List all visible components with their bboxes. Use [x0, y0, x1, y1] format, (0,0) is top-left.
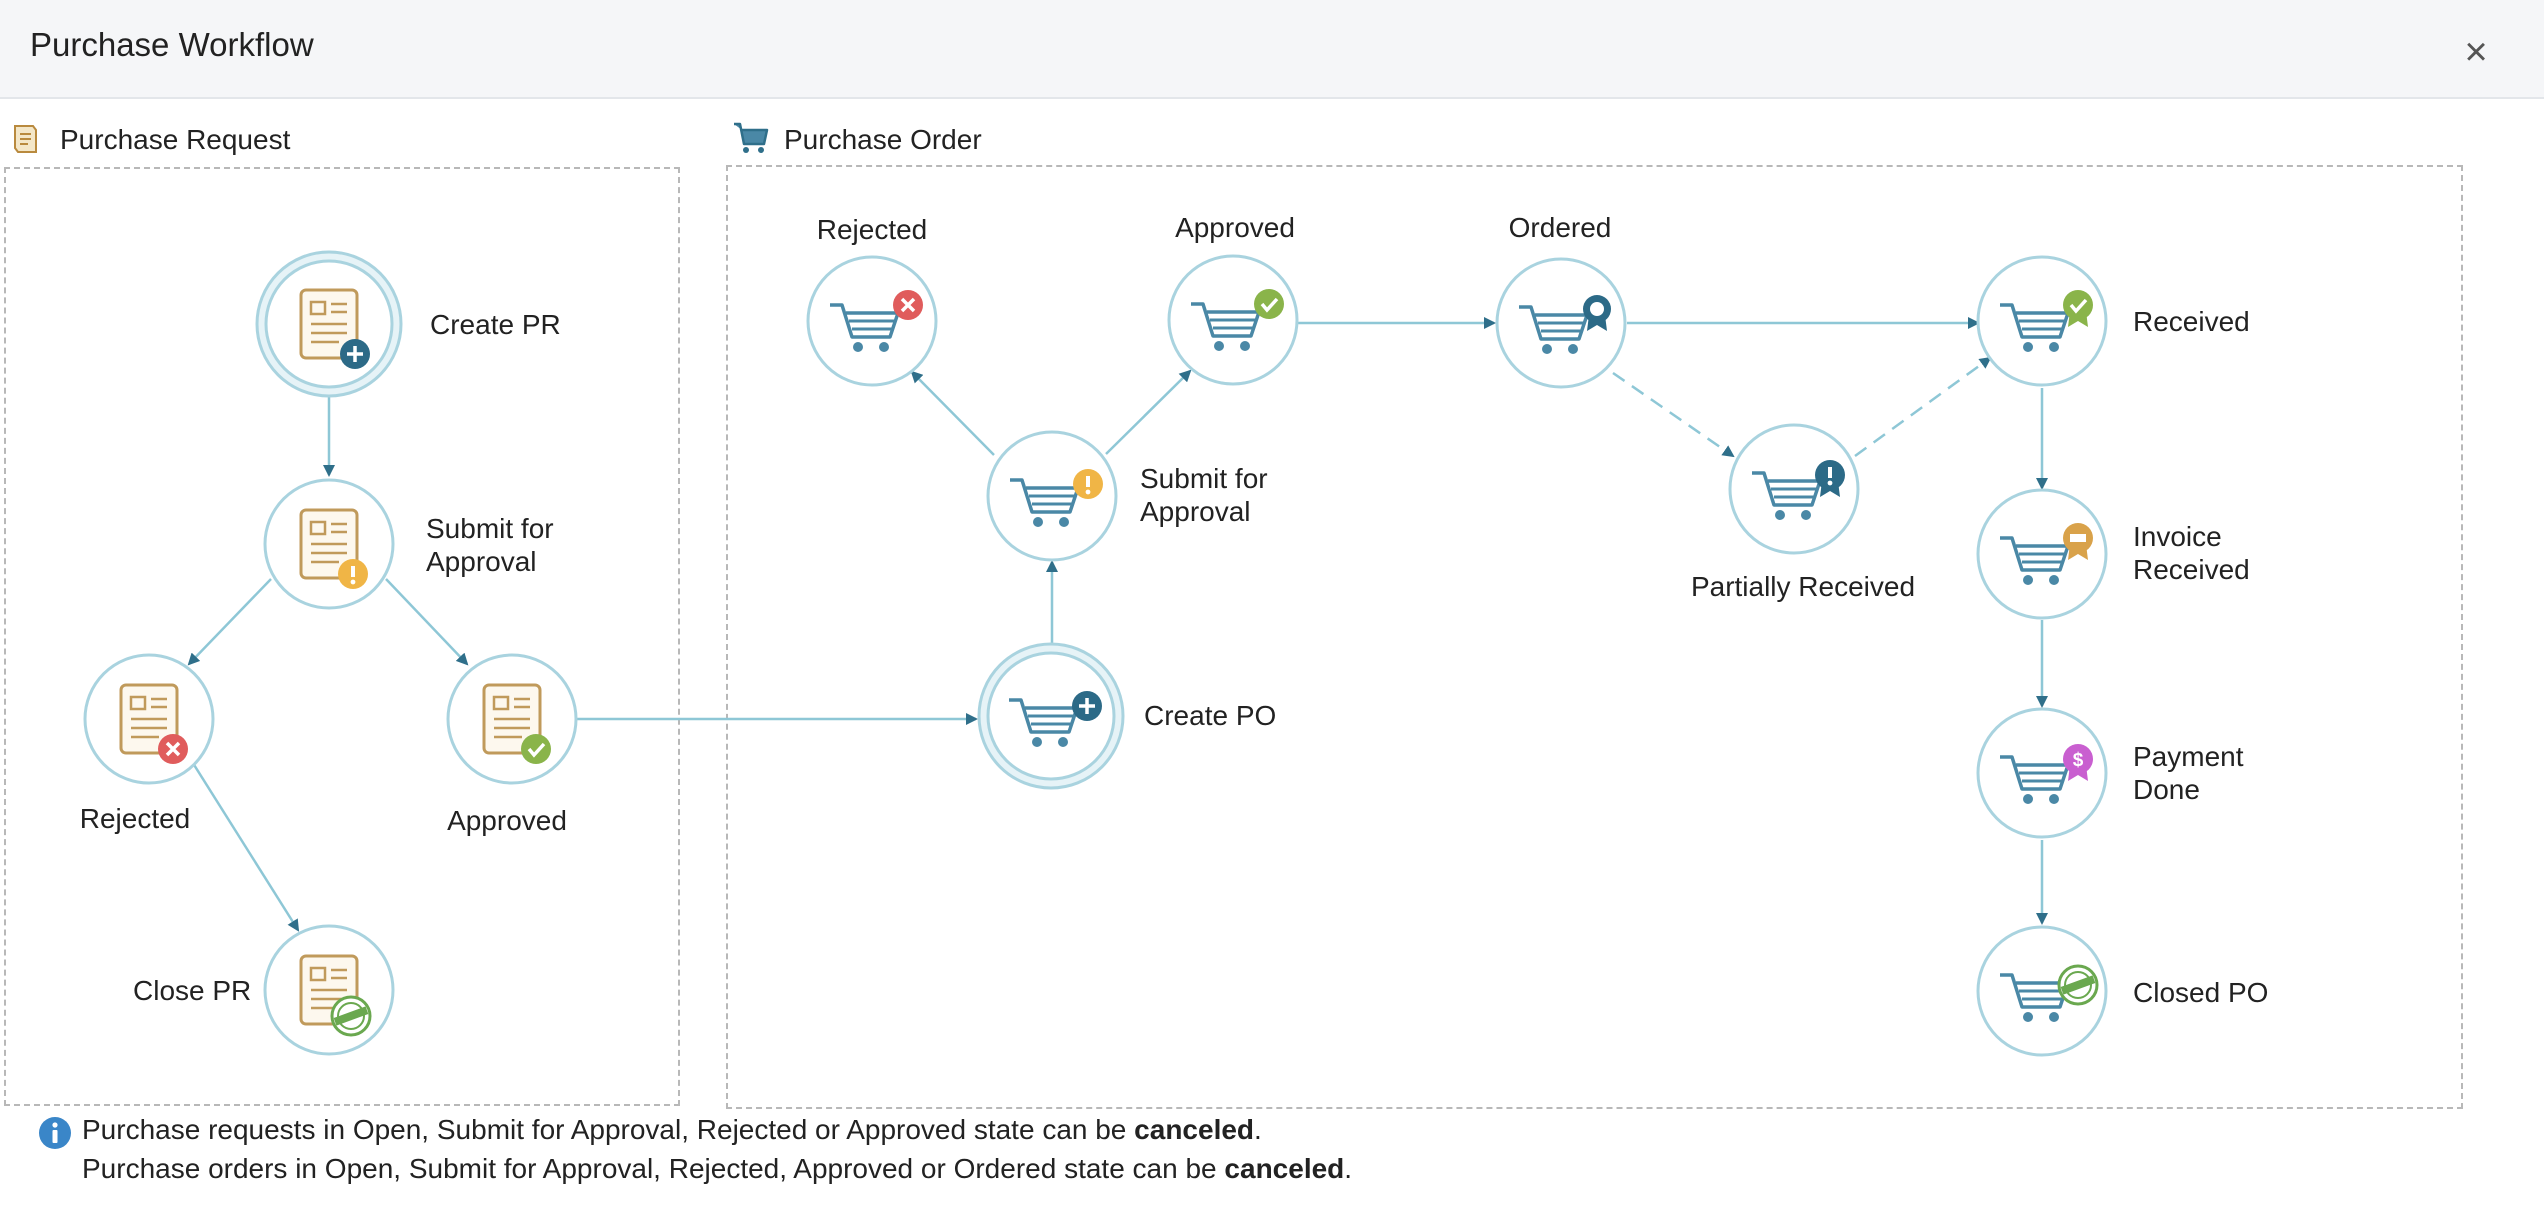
- note-po-suffix: .: [1344, 1153, 1353, 1184]
- label-submit-for-approval-po: Submit for Approval: [1140, 463, 1268, 527]
- note-pr-bold: canceled: [1134, 1114, 1255, 1145]
- label-received-po: Received: [2133, 306, 2250, 337]
- note-po-bold: canceled: [1224, 1153, 1345, 1184]
- node-approved-pr[interactable]: [446, 653, 578, 785]
- node-received-po[interactable]: [1976, 255, 2108, 387]
- label-rejected-po: Rejected: [816, 214, 928, 245]
- label-invoice-received-po: Invoice Received: [2133, 521, 2250, 585]
- node-approved-po[interactable]: [1167, 254, 1299, 386]
- label-payment-done-po: Payment Done: [2133, 741, 2244, 805]
- node-partially-received-po[interactable]: [1728, 423, 1860, 555]
- node-rejected-po[interactable]: [806, 255, 938, 387]
- po-edges: [910, 317, 2048, 925]
- note-po-text: Purchase orders in Open, Submit for Appr…: [82, 1153, 1225, 1184]
- node-close-pr[interactable]: [263, 924, 395, 1056]
- cart-icon: [734, 122, 769, 153]
- label-approved-po: Approved: [1175, 212, 1295, 243]
- close-icon[interactable]: ×: [2464, 30, 2488, 74]
- note-purchase-requests: Purchase requests in Open, Submit for Ap…: [82, 1114, 1262, 1146]
- label-create-pr: Create PR: [430, 309, 561, 340]
- pr-edges: [187, 391, 978, 932]
- note-pr-text: Purchase requests in Open, Submit for Ap…: [82, 1114, 1135, 1145]
- node-submit-for-approval-pr[interactable]: [263, 478, 395, 610]
- dialog-header: Purchase Workflow ×: [0, 0, 2544, 99]
- node-create-pr[interactable]: [255, 250, 403, 398]
- label-partially-received-po: Partially Received: [1690, 571, 1916, 602]
- note-purchase-orders: Purchase orders in Open, Submit for Appr…: [82, 1153, 1352, 1185]
- purchase-order-panel: [726, 165, 2463, 1109]
- label-closed-po: Closed PO: [2133, 977, 2269, 1008]
- note-pr-suffix: .: [1254, 1114, 1262, 1145]
- node-submit-for-approval-po[interactable]: [986, 430, 1118, 562]
- node-ordered-po[interactable]: [1495, 257, 1627, 389]
- dialog-title: Purchase Workflow: [30, 26, 314, 63]
- node-create-po[interactable]: [977, 642, 1125, 790]
- node-closed-po[interactable]: [1976, 925, 2108, 1057]
- node-payment-done-po[interactable]: [1976, 707, 2108, 839]
- label-close-pr: Close PR: [133, 975, 252, 1006]
- node-invoice-received-po[interactable]: [1976, 488, 2108, 620]
- receipt-icon: [14, 125, 37, 153]
- label-approved-pr: Approved: [447, 805, 567, 836]
- section-label-purchase-order: Purchase Order: [784, 124, 982, 155]
- label-create-po: Create PO: [1144, 700, 1277, 731]
- label-ordered-po: Ordered: [1508, 212, 1612, 243]
- label-submit-for-approval-pr: Submit for Approval: [426, 513, 554, 577]
- label-rejected-pr: Rejected: [79, 803, 191, 834]
- node-rejected-pr[interactable]: [83, 653, 215, 785]
- purchase-request-panel: [4, 167, 680, 1106]
- section-label-purchase-request: Purchase Request: [60, 124, 291, 155]
- info-icon: [39, 1117, 71, 1149]
